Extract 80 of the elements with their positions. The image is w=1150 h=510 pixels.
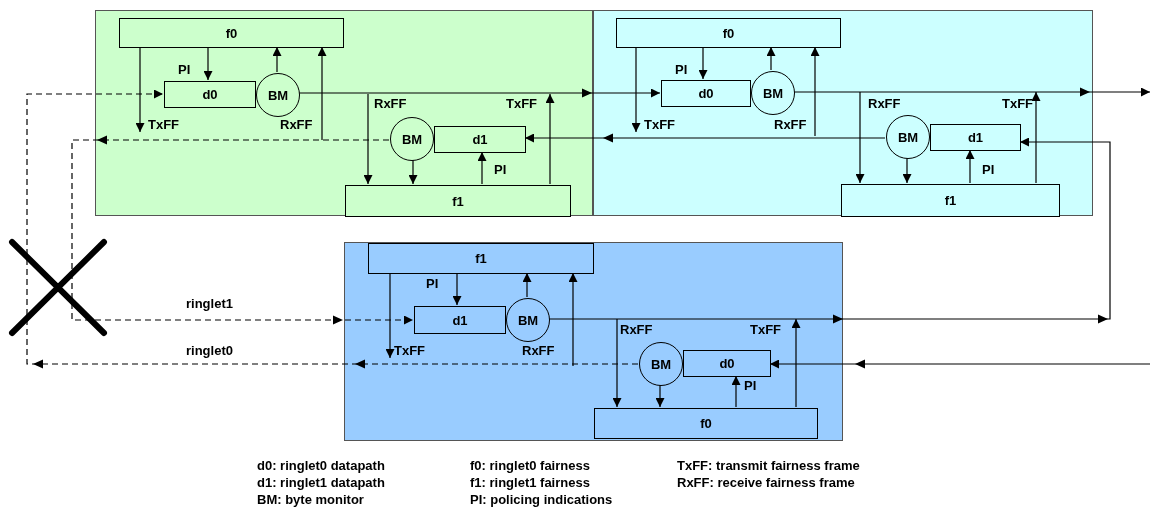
arrow <box>524 133 886 143</box>
fairness-box: f1 <box>368 243 594 274</box>
key-text: d1: ringlet1 datapath <box>257 475 385 490</box>
arrow <box>135 46 145 133</box>
datapath-box: d1 <box>434 126 526 153</box>
arrow <box>655 384 665 408</box>
edge-label: RxFF <box>868 96 901 111</box>
datapath-box: d1 <box>930 124 1021 151</box>
arrow <box>452 272 462 306</box>
fairness-box: f0 <box>616 18 841 48</box>
edge-label: TxFF <box>750 322 782 337</box>
station-panel <box>593 10 1093 216</box>
fairness-box: f0 <box>594 408 818 439</box>
datapath-box: d0 <box>164 81 256 108</box>
edge-label: PI <box>494 162 507 177</box>
fairness-box: f1 <box>345 185 571 217</box>
monitor-circle: BM <box>256 73 300 117</box>
arrow <box>408 159 418 185</box>
edge-label: TxFF <box>148 117 180 132</box>
arrow <box>698 46 708 80</box>
arrow <box>568 272 578 367</box>
arrow <box>731 375 741 408</box>
edge-label: RxFF <box>620 322 653 337</box>
station-panel <box>344 242 843 441</box>
edge-label: TxFF <box>644 117 676 132</box>
key-text: RxFF: receive fairness frame <box>677 475 855 490</box>
arrow <box>965 149 975 184</box>
edge-label: PI <box>982 162 995 177</box>
datapath-box: d0 <box>683 350 771 377</box>
arrow <box>793 87 1150 97</box>
edge-label: RxFF <box>280 117 313 132</box>
arrow <box>26 89 639 369</box>
arrow <box>71 135 414 325</box>
arrow <box>363 93 373 185</box>
arrow <box>203 46 213 81</box>
key-text: TxFF: transmit fairness frame <box>677 458 860 473</box>
edge-label: PI <box>675 62 688 77</box>
edge-label: TxFF <box>506 96 538 111</box>
arrow <box>548 137 1111 324</box>
edge-label: ringlet0 <box>186 343 233 358</box>
arrow <box>522 272 532 298</box>
monitor-circle: BM <box>506 298 550 342</box>
arrow <box>769 359 1150 369</box>
edge-label: TxFF <box>1002 96 1034 111</box>
fairness-box: f1 <box>841 184 1060 217</box>
key-text: BM: byte monitor <box>257 492 364 507</box>
edge-label: PI <box>178 62 191 77</box>
edge-label: RxFF <box>522 343 555 358</box>
edge-label: PI <box>744 378 757 393</box>
arrow <box>766 46 776 71</box>
arrow <box>612 318 622 408</box>
key-text: f1: ringlet1 fairness <box>470 475 590 490</box>
monitor-circle: BM <box>639 342 683 386</box>
arrow <box>385 272 395 359</box>
key-text: d0: ringlet0 datapath <box>257 458 385 473</box>
datapath-box: d0 <box>661 80 751 107</box>
arrow <box>631 46 641 133</box>
fairness-box: f0 <box>119 18 344 48</box>
arrow <box>298 88 661 98</box>
arrow <box>791 318 801 408</box>
arrow <box>272 46 282 73</box>
edge-label: TxFF <box>394 343 426 358</box>
key-text: f0: ringlet0 fairness <box>470 458 590 473</box>
datapath-box: d1 <box>414 306 506 334</box>
arrow <box>1031 91 1041 184</box>
arrow <box>545 93 555 185</box>
arrow <box>317 46 327 141</box>
arrow <box>855 91 865 184</box>
monitor-circle: BM <box>751 71 795 115</box>
monitor-circle: BM <box>886 115 930 159</box>
edge-label: ringlet1 <box>186 296 233 311</box>
monitor-circle: BM <box>390 117 434 161</box>
station-panel <box>95 10 593 216</box>
arrow <box>902 157 912 184</box>
arrow <box>810 46 820 137</box>
key-text: PI: policing indications <box>470 492 613 507</box>
edge-label: PI <box>426 276 439 291</box>
edge-label: RxFF <box>774 117 807 132</box>
arrow <box>477 151 487 185</box>
edge-label: RxFF <box>374 96 407 111</box>
